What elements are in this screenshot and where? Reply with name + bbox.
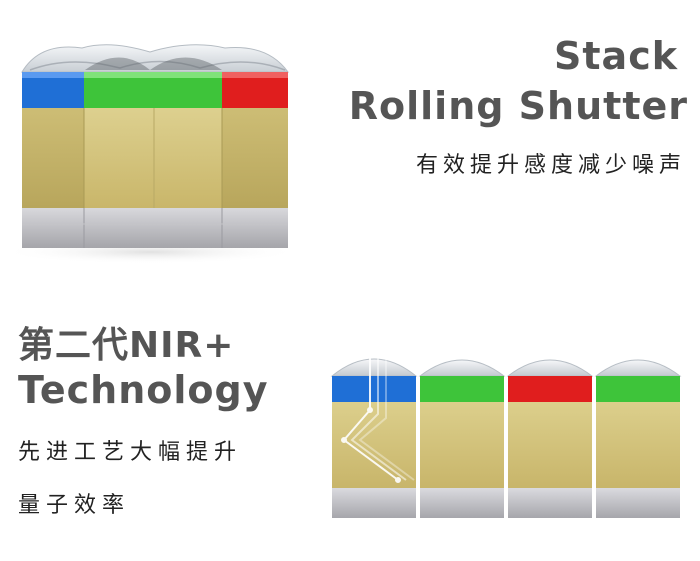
light-path xyxy=(341,354,415,483)
stack-heading-line2: Rolling Shutter xyxy=(348,84,688,128)
nir-heading-line1: 第二代NIR+ xyxy=(18,325,235,366)
stacked-sensor-illustration xyxy=(0,44,300,264)
nir-subtitle-line1: 先进工艺大幅提升 xyxy=(18,440,243,465)
silicon-layer xyxy=(22,108,288,208)
nir-subtitle-line2: 量子效率 xyxy=(18,493,131,518)
microlens-array xyxy=(21,44,289,73)
stack-heading-line1: Stack xyxy=(554,34,678,78)
stack-subtitle: 有效提升感度减少噪声 xyxy=(415,153,686,178)
pixel-row xyxy=(330,358,682,518)
color-filter-layer xyxy=(22,72,288,108)
logic-base-layer xyxy=(22,208,288,248)
nir-pixel-illustration xyxy=(330,354,682,518)
nir-heading-line2: Technology xyxy=(18,368,269,412)
